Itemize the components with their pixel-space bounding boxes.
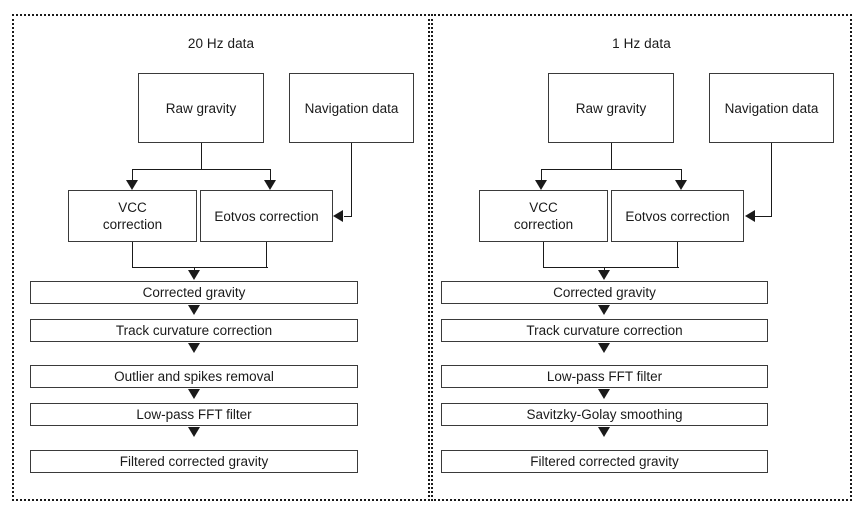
node-corrected-gravity-20hz: Corrected gravity [30, 281, 358, 304]
arrowhead-outlier-to-fft-20hz [188, 389, 200, 399]
panel-20hz: 20 Hz data [12, 14, 430, 501]
connector-raw-gravity-stem-20hz [201, 143, 202, 169]
connector-merge-to-corrected-1hz [604, 267, 605, 272]
arrowhead-raw-gravity-to-eotvos-1hz [675, 180, 687, 190]
connector-raw-gravity-to-vcc-20hz [132, 169, 133, 182]
connector-navigation-stem-20hz [351, 143, 352, 216]
connector-raw-gravity-bus-1hz [541, 169, 681, 170]
node-raw-gravity-1hz: Raw gravity [548, 73, 674, 143]
node-low-pass-fft-filter-1hz: Low-pass FFT filter [441, 365, 768, 388]
connector-merge-bus-20hz [132, 267, 268, 268]
node-track-curvature-correction-1hz: Track curvature correction [441, 319, 768, 342]
node-outlier-and-spikes-removal-20hz: Outlier and spikes removal [30, 365, 358, 388]
connector-navigation-stem-1hz [771, 143, 772, 216]
connector-raw-gravity-bus-20hz [132, 169, 270, 170]
connector-vcc-stem-1hz [543, 242, 544, 267]
node-eotvos-correction-20hz: Eotvos correction [200, 190, 333, 242]
connector-raw-gravity-to-vcc-1hz [541, 169, 542, 182]
node-filtered-corrected-gravity-1hz: Filtered corrected gravity [441, 450, 768, 473]
panel-20hz-title: 20 Hz data [187, 36, 255, 51]
arrowhead-merge-to-corrected-20hz [188, 270, 200, 280]
node-vcc-correction-20hz: VCC correction [68, 190, 197, 242]
arrowhead-corrected-to-track-1hz [598, 305, 610, 315]
arrowhead-fft-to-savitzky-1hz [598, 389, 610, 399]
node-eotvos-correction-1hz: Eotvos correction [611, 190, 744, 242]
node-raw-gravity-20hz: Raw gravity [138, 73, 264, 143]
arrowhead-track-to-outlier-20hz [188, 343, 200, 353]
connector-merge-bus-1hz [543, 267, 679, 268]
panel-1hz-title: 1 Hz data [612, 36, 671, 51]
node-navigation-data-20hz: Navigation data [289, 73, 414, 143]
node-filtered-corrected-gravity-20hz: Filtered corrected gravity [30, 450, 358, 473]
connector-navigation-to-eotvos-20hz [344, 216, 352, 217]
connector-navigation-to-eotvos-1hz [755, 216, 772, 217]
arrowhead-savitzky-to-filtered-1hz [598, 427, 610, 437]
arrowhead-raw-gravity-to-vcc-20hz [126, 180, 138, 190]
arrowhead-merge-to-corrected-1hz [598, 270, 610, 280]
arrowhead-corrected-to-track-20hz [188, 305, 200, 315]
arrowhead-fft-to-filtered-20hz [188, 427, 200, 437]
arrowhead-navigation-to-eotvos-20hz [333, 210, 343, 222]
node-navigation-data-1hz: Navigation data [709, 73, 834, 143]
connector-eotvos-stem-20hz [266, 242, 267, 267]
connector-vcc-stem-20hz [132, 242, 133, 267]
panel-1hz: 1 Hz data [431, 14, 852, 501]
connector-raw-gravity-stem-1hz [611, 143, 612, 169]
node-low-pass-fft-filter-20hz: Low-pass FFT filter [30, 403, 358, 426]
node-savitzky-golay-smoothing-1hz: Savitzky-Golay smoothing [441, 403, 768, 426]
connector-raw-gravity-to-eotvos-1hz [681, 169, 682, 182]
arrowhead-raw-gravity-to-vcc-1hz [535, 180, 547, 190]
arrowhead-raw-gravity-to-eotvos-20hz [264, 180, 276, 190]
arrowhead-navigation-to-eotvos-1hz [745, 210, 755, 222]
connector-eotvos-stem-1hz [677, 242, 678, 267]
node-corrected-gravity-1hz: Corrected gravity [441, 281, 768, 304]
node-vcc-correction-1hz: VCC correction [479, 190, 608, 242]
node-track-curvature-correction-20hz: Track curvature correction [30, 319, 358, 342]
arrowhead-track-to-fft-1hz [598, 343, 610, 353]
connector-raw-gravity-to-eotvos-20hz [270, 169, 271, 182]
connector-merge-to-corrected-20hz [194, 267, 195, 272]
